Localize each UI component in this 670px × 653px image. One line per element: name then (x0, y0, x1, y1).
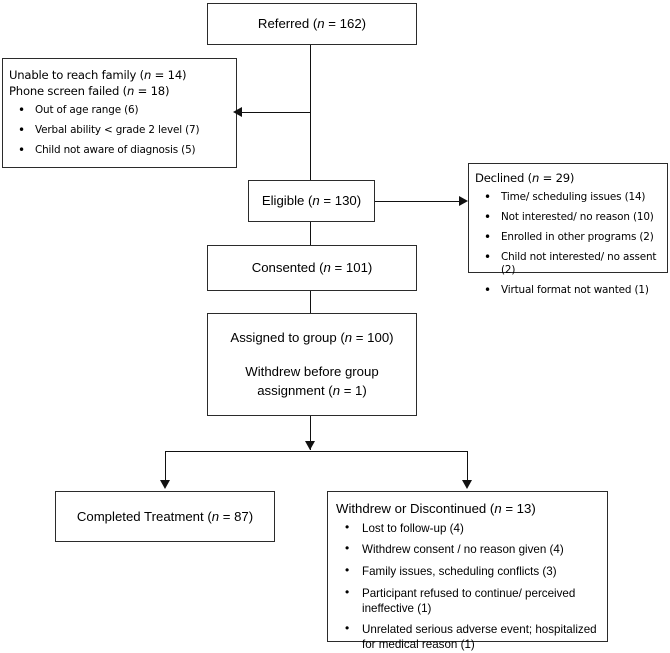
connector-assigned-to-split (310, 416, 311, 450)
node-completed: Completed Treatment (n = 87) (55, 491, 275, 542)
list-item: Verbal ability < grade 2 level (7) (9, 123, 228, 138)
withdrew-heading: Withdrew or Discontinued (n = 13) (336, 501, 536, 516)
excluded-reason-list: Out of age range (6) Verbal ability < gr… (9, 103, 228, 158)
node-eligible-label: Eligible (n = 130) (261, 193, 362, 209)
connector-eligible-to-declined (375, 201, 461, 202)
node-assigned: Assigned to group (n = 100) Withdrew bef… (207, 313, 417, 416)
withdrew-reason-list: Lost to follow-up (4) Withdrew consent /… (336, 520, 601, 652)
list-item: Out of age range (6) (9, 103, 228, 118)
node-consented-label: Consented (n = 101) (251, 260, 373, 276)
list-item: Unrelated serious adverse event; hospita… (336, 621, 601, 652)
arrowhead-to-excluded (233, 107, 242, 117)
assigned-line-2a: Withdrew before group (245, 363, 379, 379)
arrowhead-to-declined (459, 196, 468, 206)
node-excluded: Unable to reach family (n = 14) Phone sc… (2, 58, 237, 168)
list-item: Withdrew consent / no reason given (4) (336, 541, 601, 557)
connector-referred-to-eligible (310, 45, 311, 180)
list-item: Child not interested/ no assent (2) (475, 250, 661, 278)
list-item: Enrolled in other programs (2) (475, 230, 661, 245)
node-completed-label: Completed Treatment (n = 87) (76, 508, 254, 524)
list-item: Time/ scheduling issues (14) (475, 190, 661, 205)
list-item: Child not aware of diagnosis (5) (9, 143, 228, 158)
arrowhead-to-completed (160, 480, 170, 489)
connector-trunk-to-excluded (240, 112, 310, 113)
connector-eligible-to-consented (310, 222, 311, 245)
node-consented: Consented (n = 101) (207, 245, 417, 291)
node-referred: Referred (n = 162) (207, 3, 417, 45)
declined-heading: Declined (n = 29) (475, 171, 575, 185)
node-declined: Declined (n = 29) Time/ scheduling issue… (468, 163, 668, 298)
connector-split-bar (165, 451, 467, 452)
list-item: Participant refused to continue/ perceiv… (336, 584, 601, 616)
assigned-line-2b: assignment (n = 1) (257, 383, 367, 399)
list-item: Lost to follow-up (4) (336, 520, 601, 536)
list-item: Not interested/ no reason (10) (475, 210, 661, 225)
arrowhead-split-junction (305, 441, 315, 450)
connector-consented-to-assigned (310, 291, 311, 313)
declined-reason-list: Time/ scheduling issues (14) Not interes… (475, 190, 661, 299)
node-withdrew: Withdrew or Discontinued (n = 13) Lost t… (327, 491, 608, 651)
excluded-heading-line2: Phone screen failed (n = 18) (9, 83, 170, 98)
node-eligible: Eligible (n = 130) (248, 180, 375, 222)
assigned-line-1: Assigned to group (n = 100) (230, 329, 394, 345)
arrowhead-to-withdrew (462, 480, 472, 489)
node-referred-label: Referred (n = 162) (257, 16, 367, 32)
list-item: Virtual format not wanted (1) (475, 283, 661, 298)
connector-split-to-withdrew (467, 451, 468, 483)
excluded-heading-line1: Unable to reach family (n = 14) (9, 68, 187, 82)
list-item: Family issues, scheduling conflicts (3) (336, 563, 601, 579)
connector-split-to-completed (165, 451, 166, 483)
